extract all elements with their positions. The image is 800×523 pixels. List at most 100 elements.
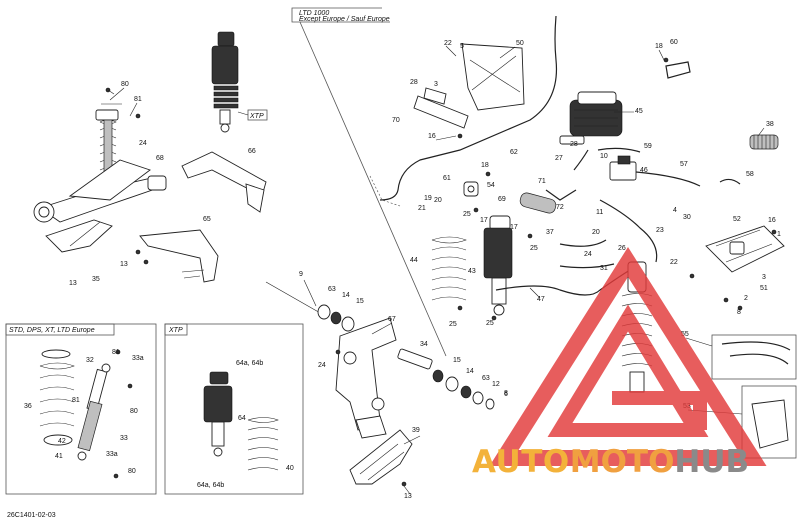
callout: 35 [92, 276, 100, 283]
callout: 11 [596, 209, 603, 216]
callout: 37 [546, 229, 554, 236]
callout: 38 [766, 121, 774, 128]
xtp-bottom-box: XTP [164, 323, 304, 495]
xtp-top-title: XTP [249, 113, 264, 120]
hose-57 [635, 171, 701, 187]
std-spring-36 [39, 349, 75, 446]
callout: 61 [443, 175, 451, 182]
bellows-38 [749, 134, 779, 150]
callout: 25 [530, 245, 538, 252]
callout: 18 [481, 162, 489, 169]
callout: 80 [128, 468, 136, 475]
callout: 50 [516, 40, 524, 47]
callout: 12 [492, 381, 500, 388]
callout: 19 [424, 195, 432, 202]
callout: 69 [498, 196, 506, 203]
callout: 34 [420, 341, 428, 348]
hose-62 [379, 15, 558, 201]
bracket-70 [413, 87, 469, 129]
xtp-bottom-box-frame [164, 323, 304, 495]
xtp-shock-top [211, 31, 239, 133]
callout: 39 [412, 427, 420, 434]
std-shock-33 [77, 363, 111, 461]
callout: 57 [680, 161, 688, 168]
detail-box-53 [741, 385, 797, 459]
detail-box-55 [711, 334, 797, 380]
callout: 3 [434, 81, 438, 88]
xtp-shock-64 [203, 371, 233, 457]
callout: 65 [203, 216, 211, 223]
callout: 24 [139, 140, 147, 147]
callout: 44 [410, 257, 418, 264]
hose-59 [597, 147, 641, 153]
callout: 63 [328, 286, 336, 293]
callout: 58 [746, 171, 754, 178]
axle-9 [265, 281, 355, 332]
callout: 13 [69, 280, 77, 287]
callout: 36 [24, 403, 32, 410]
bracket-67 [335, 317, 397, 439]
callout: 80 [121, 81, 129, 88]
callout: 22 [444, 40, 452, 47]
ltd-box-title-1: LTD 1000 [299, 10, 329, 17]
callout: 4 [673, 207, 677, 214]
callout: 70 [392, 117, 400, 124]
hose-71 [545, 189, 577, 201]
callout: 25 [486, 320, 494, 327]
xtp-top-tag: XTP [237, 109, 268, 121]
ltd-box-title-2: Except Europe / Sauf Europe [299, 16, 390, 23]
callout: 14 [466, 368, 474, 375]
part-53 [751, 399, 789, 449]
callout: 16 [428, 133, 436, 140]
callout: 14 [342, 292, 350, 299]
watermark-triangle-logo [489, 247, 767, 466]
bolts [105, 57, 777, 487]
callout: 33 [120, 435, 128, 442]
callout: 32 [86, 357, 94, 364]
link-65 [139, 229, 219, 283]
callout: 64a, 64b [197, 482, 224, 489]
bracket-50 [461, 43, 525, 111]
callout: 17 [480, 217, 488, 224]
callout: 46 [640, 167, 648, 174]
callout: 26 [618, 245, 626, 252]
callout: 71 [538, 178, 546, 185]
callout: 28 [570, 141, 578, 148]
callout: 6 [504, 391, 508, 398]
callout: 47 [537, 296, 545, 303]
xtp-spring-40 [247, 417, 279, 471]
watermark: AUTOMOTOHUB [472, 247, 767, 480]
callout: 27 [555, 155, 563, 162]
link-66 [181, 151, 267, 213]
hose-26 [559, 239, 607, 247]
callout: 41 [55, 453, 63, 460]
callout: 23 [656, 227, 664, 234]
watermark-hub: HUB [674, 444, 749, 480]
callout: 20 [592, 229, 600, 236]
watermark-auto: AUTO [472, 444, 570, 480]
callout: 15 [453, 357, 461, 364]
callout: 2 [744, 295, 748, 302]
accumulator-69 [519, 192, 557, 214]
callout: 18 [655, 43, 663, 50]
shock-43 [483, 215, 513, 316]
callout: 22 [670, 259, 678, 266]
callout: 24 [318, 362, 326, 369]
std-box: STD, DPS, XT, LTD Europe [5, 323, 157, 495]
strap-60 [665, 61, 691, 79]
callout: 10 [600, 153, 608, 160]
callout: 33a [132, 355, 144, 362]
hose-23 [599, 199, 658, 263]
pin-34 [397, 348, 495, 410]
callout: 30 [683, 214, 691, 221]
callout: 25 [463, 211, 471, 218]
callout: 1 [777, 231, 781, 238]
plate-51 [705, 225, 785, 273]
callout: 59 [644, 143, 652, 150]
callout: 25 [449, 321, 457, 328]
ltd-box-label-frame [291, 7, 388, 23]
callout: 80 [130, 408, 138, 415]
valve-block-46 [609, 155, 637, 181]
